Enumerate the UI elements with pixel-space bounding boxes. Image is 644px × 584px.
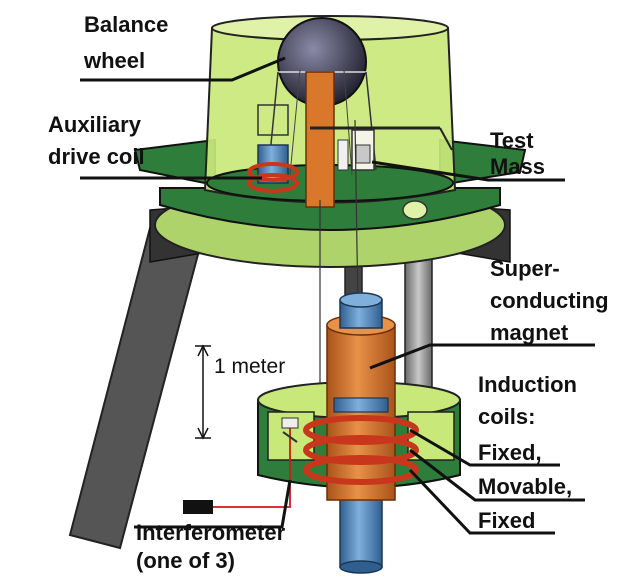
leader-coil-movable [409,448,585,502]
label-magnet-line2: conducting [490,288,609,313]
induction-coil-fixed-bottom [303,455,419,485]
label-balance-wheel-line2: wheel [84,48,146,73]
leader-test-mass [371,160,565,182]
label-magnet-line3: magnet [490,320,569,345]
label-interferometer-line1: Interferometer [136,520,286,545]
leader-coil-fixed-bottom [408,468,555,535]
label-aux-coil-line2: drive coil [48,144,145,169]
label-balance-wheel-line1: Balance [84,12,169,37]
label-magnet-line1: Super- [490,256,560,281]
label-coil-movable: Movable, [478,474,573,499]
central-column [305,71,335,208]
leader-interferometer [134,479,292,529]
leader-balance-wheel [80,56,286,82]
label-interferometer-line2: (one of 3) [136,548,235,573]
label-coil-fixed-top: Fixed, [478,440,542,465]
label-test-mass-line1: Test [490,128,534,153]
leader-coil-fixed-top [409,428,560,467]
laser-beam [213,425,291,508]
induction-coil-fixed-top [303,415,419,445]
label-aux-coil-line1: Auxiliary [48,112,141,137]
label-induction-line2: coils: [478,404,536,429]
leader-lines [80,56,595,535]
superconducting-magnet-inner [339,494,383,568]
label-coil-fixed-bottom: Fixed [478,508,536,533]
label-test-mass-line2: Mass [490,154,546,179]
leader-magnet [369,343,595,370]
laser-source [183,500,213,514]
label-scale: 1 meter [214,355,286,378]
support-leg-right [404,247,433,406]
label-induction-line1: Induction [478,372,577,397]
induction-coil-movable [303,435,419,465]
